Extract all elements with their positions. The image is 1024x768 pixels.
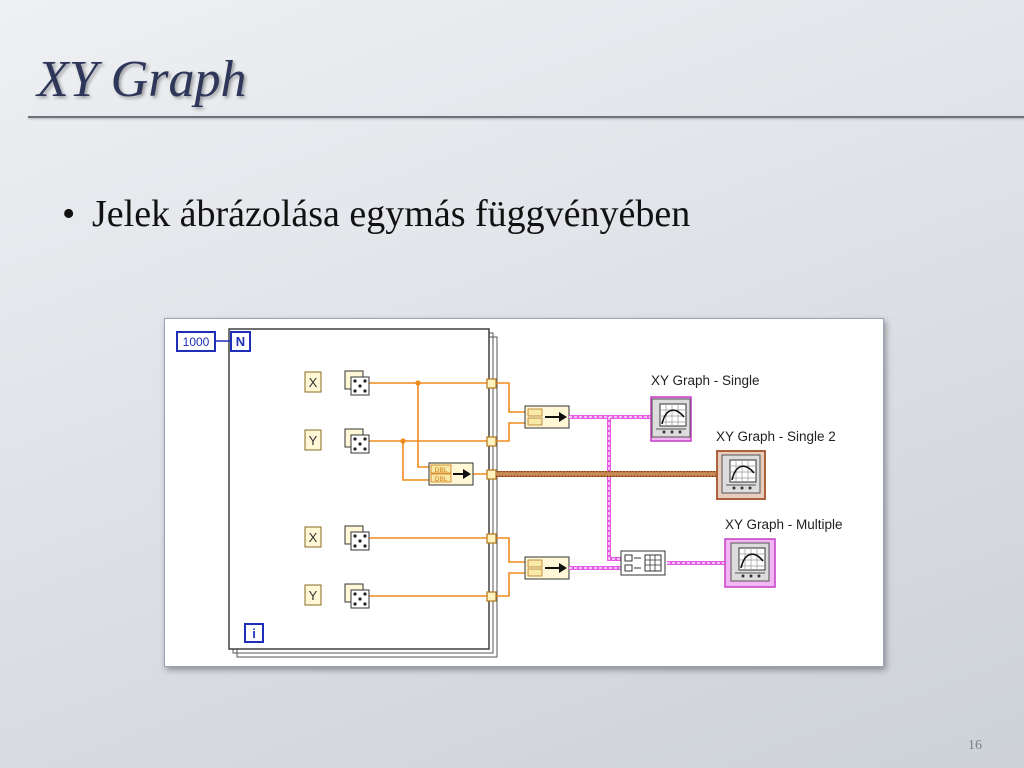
wire-junction bbox=[415, 380, 421, 386]
bundle-node-2[interactable] bbox=[524, 556, 570, 580]
x-control-2[interactable]: X bbox=[304, 526, 322, 548]
loop-count-constant[interactable]: 1000 bbox=[176, 331, 216, 352]
block-diagram: 1000 N i X Y X bbox=[164, 318, 884, 667]
y-control-2[interactable]: Y bbox=[304, 584, 322, 606]
complex-wire bbox=[496, 471, 718, 477]
complex-bundle-node[interactable]: DBL DBL bbox=[428, 462, 474, 486]
loop-tunnels bbox=[486, 378, 497, 602]
title-divider bbox=[28, 116, 1024, 118]
xy-graph-multiple-label: XY Graph - Multiple bbox=[725, 517, 843, 532]
bullet-text: Jelek ábrázolása egymás függvényében bbox=[92, 193, 691, 235]
block-diagram-canvas: 1000 N i X Y X bbox=[176, 328, 843, 658]
svg-text:X: X bbox=[309, 530, 318, 545]
svg-text:Y: Y bbox=[309, 588, 318, 603]
bundle-node-1[interactable] bbox=[524, 405, 570, 429]
xy-graph-single-2-indicator[interactable] bbox=[716, 450, 766, 500]
cluster-wires bbox=[569, 415, 725, 570]
loop-n-terminal: N bbox=[230, 331, 251, 352]
svg-text:X: X bbox=[309, 375, 318, 390]
y-control-1[interactable]: Y bbox=[304, 429, 322, 451]
slide-title: XY Graph bbox=[37, 51, 247, 108]
xy-graph-single-2-label: XY Graph - Single 2 bbox=[716, 429, 836, 444]
bullet-dot-icon: • bbox=[62, 193, 76, 235]
svg-text:DBL: DBL bbox=[435, 476, 448, 483]
x-control-1[interactable]: X bbox=[304, 371, 322, 393]
build-array-node[interactable] bbox=[620, 550, 666, 576]
page-number: 16 bbox=[968, 738, 982, 753]
loop-i-terminal: i bbox=[244, 623, 264, 643]
bullet-item: • Jelek ábrázolása egymás függvényében bbox=[62, 192, 690, 236]
svg-text:Y: Y bbox=[309, 433, 318, 448]
svg-text:i: i bbox=[252, 626, 256, 641]
xy-graph-multiple-indicator[interactable] bbox=[724, 538, 776, 588]
xy-graph-single-label: XY Graph - Single bbox=[651, 373, 760, 388]
xy-graph-single-indicator[interactable] bbox=[650, 396, 692, 442]
loop-count-text: 1000 bbox=[183, 335, 210, 349]
svg-text:DBL: DBL bbox=[435, 467, 448, 474]
svg-text:N: N bbox=[236, 334, 245, 349]
wire-junction bbox=[400, 438, 406, 444]
